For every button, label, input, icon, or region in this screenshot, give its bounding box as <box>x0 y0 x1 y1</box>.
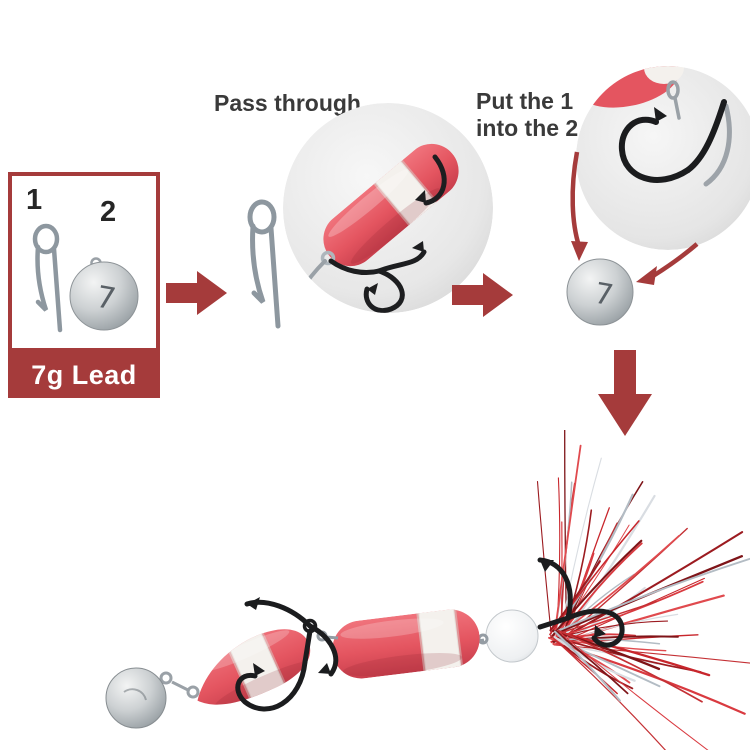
item1-number: 1 <box>26 184 43 216</box>
snap-clip-large-icon <box>247 199 281 329</box>
thin-arrow-left-icon <box>570 151 588 261</box>
lead-ball-bottom-icon <box>105 667 167 729</box>
hook-back-icon <box>703 103 732 187</box>
put-into-label-line1: Put the 1 <box>476 88 574 114</box>
foam-lure-closeup <box>312 132 470 278</box>
put-into-label: Put the 1 into the 2 <box>476 88 578 142</box>
hook-front-icon <box>618 99 727 183</box>
treble-hook-closeup-icon <box>328 154 447 313</box>
weight-caption-banner: 7g Lead <box>8 352 160 398</box>
clip-hint-icon <box>666 80 681 120</box>
arrow-right-1-icon <box>166 271 227 315</box>
thin-arrow-right-icon <box>636 242 699 285</box>
hook-closeup <box>576 66 750 250</box>
assembled-lure-illustration <box>105 430 750 750</box>
put-into-label-line2: into the 2 <box>476 115 579 141</box>
eyelet-wire-icon <box>320 250 336 266</box>
pass-through-label: Pass through <box>214 90 361 116</box>
caption-label: 7g Lead <box>31 359 137 390</box>
pass-through-closeup <box>283 103 493 313</box>
wire-link-front <box>159 671 200 699</box>
arrow-down-icon <box>598 350 652 436</box>
snap-clip-icon <box>32 223 63 333</box>
white-ball <box>485 609 539 663</box>
foam-white-hint <box>644 66 684 84</box>
middle-foam-segment <box>329 606 483 682</box>
zoom-circle-hook <box>576 66 750 250</box>
lead-ball-step-icon: 7 <box>566 258 634 326</box>
lead-ball-icon: 7 <box>69 257 139 331</box>
item2-number: 2 <box>100 196 117 228</box>
arrow-right-2-icon <box>452 273 513 317</box>
zoom-circle-pass-through <box>283 103 493 313</box>
kit-box: 1 2 7 <box>8 172 160 352</box>
